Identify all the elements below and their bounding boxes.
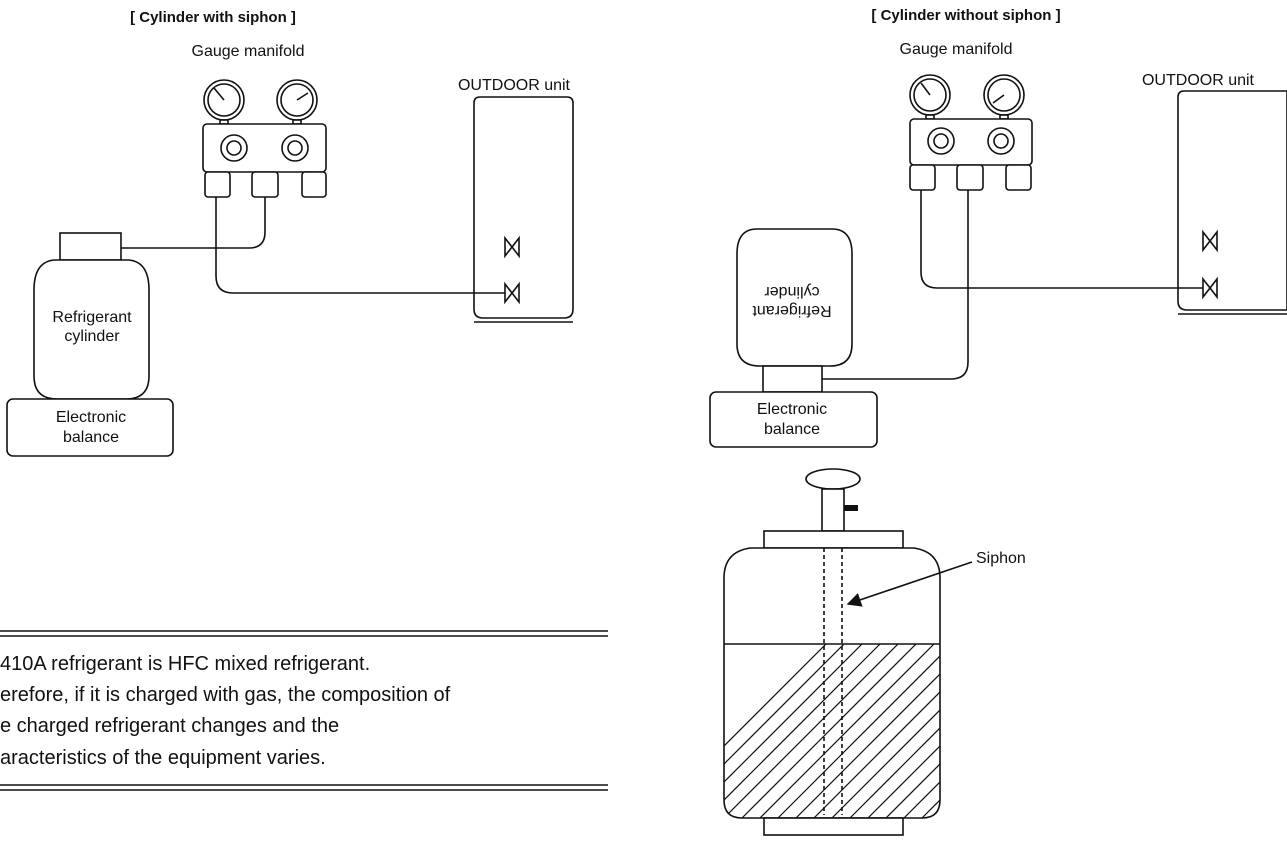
right-outdoor-unit: [1177, 90, 1287, 315]
left-hose-to-outdoor: [215, 197, 505, 294]
right-high-valve-knob-icon: [987, 127, 1015, 155]
right-high-pressure-gauge-icon: [983, 74, 1025, 120]
siphon-valve-outlet: [844, 505, 858, 511]
right-cylinder-label-line1: Refrigerant: [752, 302, 832, 319]
right-diagram: [ Cylinder without siphon ] Gauge manifo…: [709, 7, 1287, 836]
left-diagram: [ Cylinder with siphon ] Gauge manifold …: [6, 9, 574, 457]
right-hose-to-cylinder: [822, 190, 969, 380]
left-port-low: [204, 171, 231, 198]
hatch-stroke: [783, 644, 940, 818]
left-cylinder-label-line1: Refrigerant: [52, 309, 132, 326]
left-gauge-manifold-label: Gauge manifold: [192, 43, 305, 60]
right-electronic-balance: Electronic balance: [709, 391, 878, 448]
note-line-2: erefore, if it is charged with gas, the …: [0, 684, 451, 706]
note-box: 410A refrigerant is HFC mixed refrigeran…: [0, 630, 608, 791]
left-port-high: [301, 171, 327, 198]
hatch-stroke: [873, 644, 940, 818]
hatch-stroke: [891, 644, 940, 818]
hatch-stroke: [747, 644, 940, 818]
siphon-cylinder: [723, 468, 1146, 836]
left-hose-to-cylinder: [121, 197, 266, 249]
right-service-valve-icon: [1202, 276, 1218, 300]
right-low-valve-knob-icon: [927, 127, 955, 155]
siphon-cylinder-body: [723, 547, 941, 819]
right-refrigerant-cylinder-inverted: Refrigerant cylinder: [736, 228, 853, 393]
siphon-valve-stem: [821, 488, 845, 532]
right-cylinder-label-line2: cylinder: [764, 283, 820, 300]
left-service-valve-icon: [504, 235, 520, 259]
left-balance-label-line1: Electronic: [56, 409, 126, 426]
right-low-pressure-gauge-icon: [909, 74, 951, 120]
hatch-stroke: [801, 644, 940, 818]
right-hose-to-outdoor: [920, 190, 1203, 289]
left-high-valve-knob-icon: [281, 134, 309, 162]
note-line-3: e charged refrigerant changes and the: [0, 715, 339, 737]
left-gauge-manifold: [202, 79, 327, 198]
note-line-1: 410A refrigerant is HFC mixed refrigeran…: [0, 653, 370, 675]
hatch-stroke: [724, 644, 895, 818]
hatch-stroke: [946, 630, 1146, 830]
siphon-pointer-arrow: [846, 561, 973, 607]
right-balance-label-line2: balance: [764, 421, 820, 438]
right-gauge-manifold: [909, 74, 1033, 191]
right-outdoor-unit-label: OUTDOOR unit: [1142, 72, 1255, 89]
hatch-stroke: [819, 644, 940, 818]
siphon-cylinder-base: [763, 817, 904, 836]
siphon-label: Siphon: [976, 550, 1026, 567]
right-port-high: [1005, 164, 1032, 191]
hatch-stroke: [724, 644, 913, 818]
hatch-stroke: [855, 644, 940, 818]
left-port-center: [251, 171, 279, 198]
hatch-stroke: [837, 644, 940, 818]
left-outdoor-unit: [473, 96, 574, 323]
left-low-pressure-gauge-icon: [203, 79, 245, 125]
right-service-valve-icon: [1202, 229, 1218, 253]
siphon-valve-handle: [805, 468, 861, 490]
left-service-valve-icon: [504, 281, 520, 305]
right-balance-label-line1: Electronic: [757, 401, 827, 418]
left-high-pressure-gauge-icon: [276, 79, 318, 125]
hatch-stroke: [765, 644, 940, 818]
left-balance-label-line2: balance: [63, 429, 119, 446]
liquid-hatching: [724, 630, 1146, 830]
right-port-low: [909, 164, 936, 191]
note-line-4: aracteristics of the equipment varies.: [0, 747, 326, 769]
siphon-cylinder-neck: [763, 530, 904, 549]
left-low-valve-knob-icon: [220, 134, 248, 162]
left-refrigerant-cylinder: Refrigerant cylinder: [33, 232, 150, 400]
left-electronic-balance: Electronic balance: [6, 398, 174, 457]
hatch-stroke: [927, 644, 940, 818]
left-cylinder-label-line2: cylinder: [64, 328, 120, 345]
hatch-stroke: [729, 644, 931, 818]
right-gauge-manifold-label: Gauge manifold: [900, 41, 1013, 58]
right-port-center: [956, 164, 984, 191]
left-outdoor-unit-label: OUTDOOR unit: [458, 77, 571, 94]
left-heading: [ Cylinder with siphon ]: [130, 9, 296, 26]
right-heading: [ Cylinder without siphon ]: [871, 7, 1060, 24]
hatch-stroke: [724, 644, 841, 818]
